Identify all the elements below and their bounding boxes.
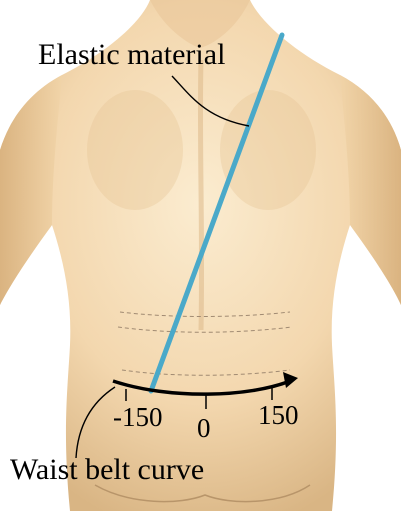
elastic-material-label: Elastic material bbox=[38, 40, 225, 70]
tick-label-neg-150: -150 bbox=[113, 404, 163, 431]
spine-groove bbox=[200, 60, 201, 330]
right-shoulder-blade bbox=[220, 90, 316, 210]
waist-belt-curve-label: Waist belt curve bbox=[10, 455, 204, 485]
tick-label-zero: 0 bbox=[197, 415, 211, 442]
tick-label-150: 150 bbox=[258, 402, 299, 429]
left-shoulder-blade bbox=[87, 90, 183, 210]
